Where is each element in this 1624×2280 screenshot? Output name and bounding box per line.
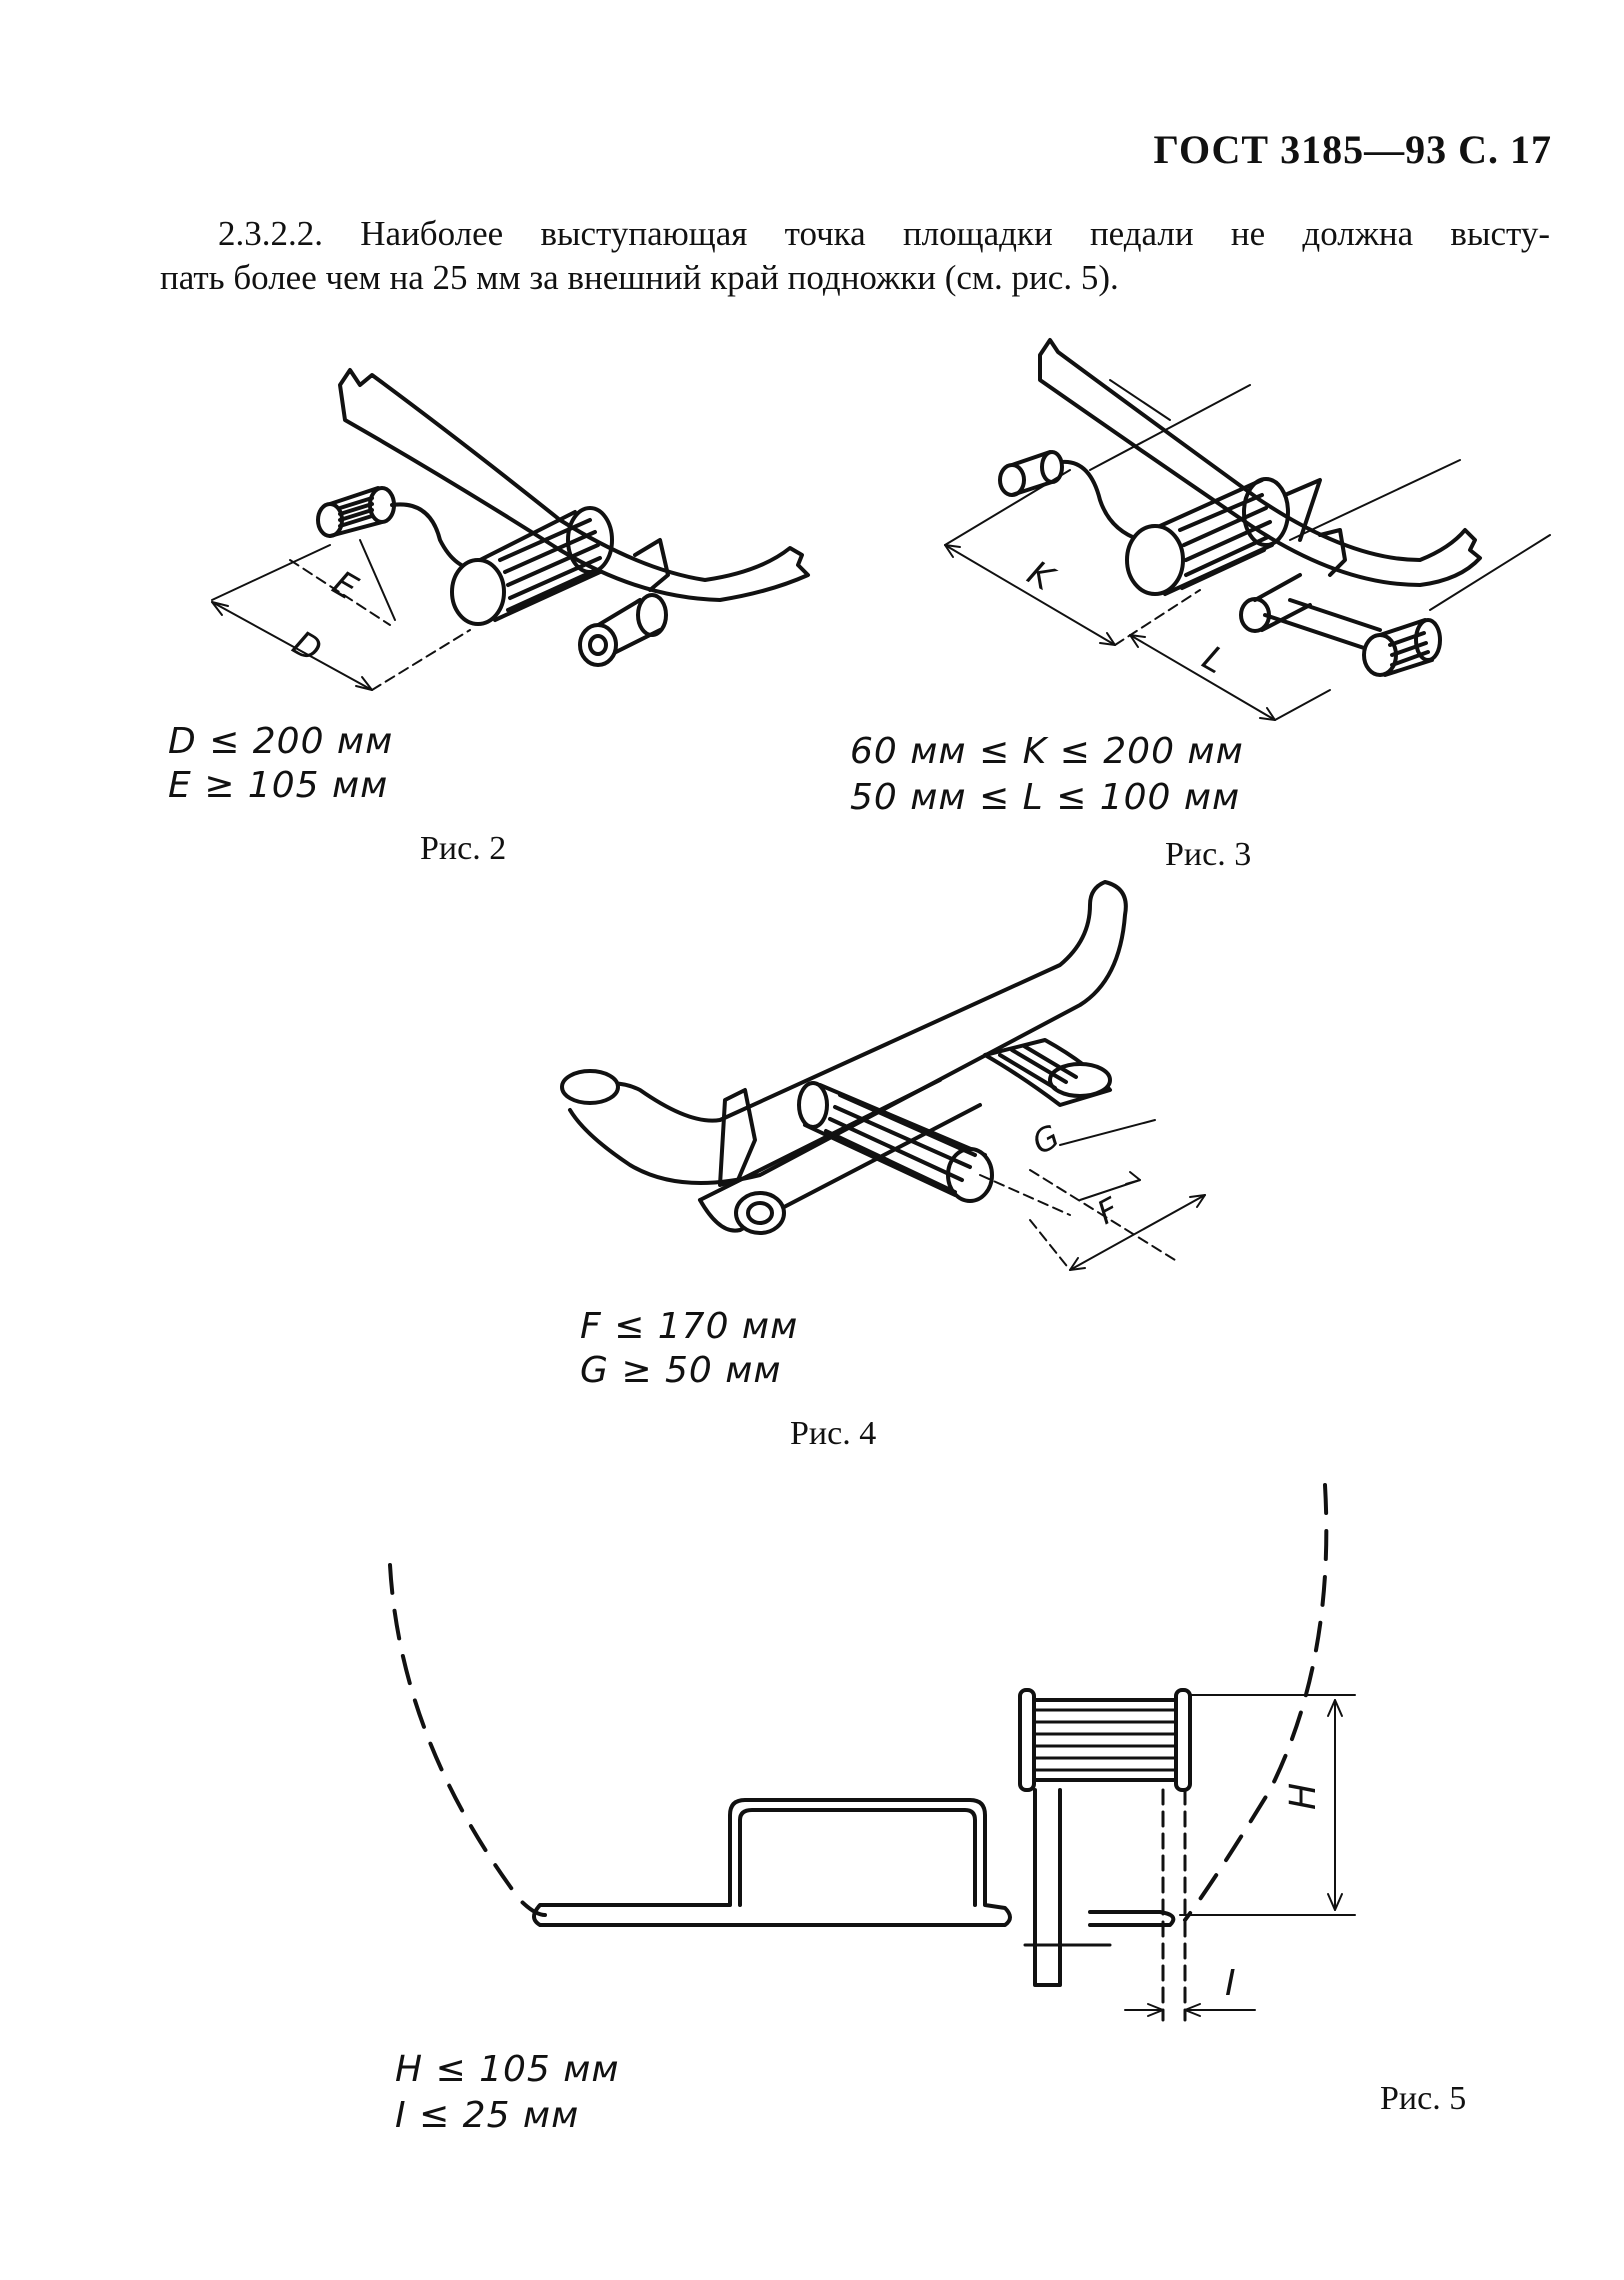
fig3-caption: Рис. 3 xyxy=(1165,836,1252,873)
page-header: ГОСТ 3185—93 С. 17 xyxy=(1153,127,1552,172)
dim-label-E: E xyxy=(326,563,365,609)
fig2-formula-2: E ≥ 105 мм xyxy=(168,765,389,806)
figure-2-drawing: E D xyxy=(211,368,810,691)
dim-label-L: L xyxy=(1196,638,1232,682)
fig2-caption: Рис. 2 xyxy=(420,830,507,867)
paragraph-line-2: пать более чем на 25 мм за внешний край … xyxy=(160,258,1119,297)
fig5-caption: Рис. 5 xyxy=(1380,2080,1467,2117)
fig2-formula-1: D ≤ 200 мм xyxy=(168,721,394,762)
dim-label-D: D xyxy=(286,623,329,671)
dim-label-H: H xyxy=(1283,1783,1324,1810)
figure-5-drawing: H I xyxy=(388,1483,1356,2022)
fig5-formula-1: H ≤ 105 мм xyxy=(395,2049,620,2090)
figure-3-drawing: K L xyxy=(944,338,1551,721)
dim-label-F: F xyxy=(1091,1190,1126,1232)
fig4-formula-2: G ≥ 50 мм xyxy=(580,1350,782,1391)
fig3-formula-2: 50 мм ≤ L ≤ 100 мм xyxy=(850,777,1241,818)
section-paragraph: 2.3.2.2. Наиболее выступающая точка площ… xyxy=(160,212,1550,300)
fig4-formula-1: F ≤ 170 мм xyxy=(580,1306,799,1347)
fig3-formula-1: 60 мм ≤ K ≤ 200 мм xyxy=(850,731,1244,772)
fig5-formula-2: I ≤ 25 мм xyxy=(395,2095,580,2136)
fig4-caption: Рис. 4 xyxy=(790,1415,877,1452)
figure-4-drawing: G F xyxy=(560,880,1206,1271)
paragraph-line-1: 2.3.2.2. Наиболее выступающая точка площ… xyxy=(218,214,1550,253)
dim-label-I: I xyxy=(1225,1963,1236,2004)
dim-label-G: G xyxy=(1026,1117,1066,1162)
